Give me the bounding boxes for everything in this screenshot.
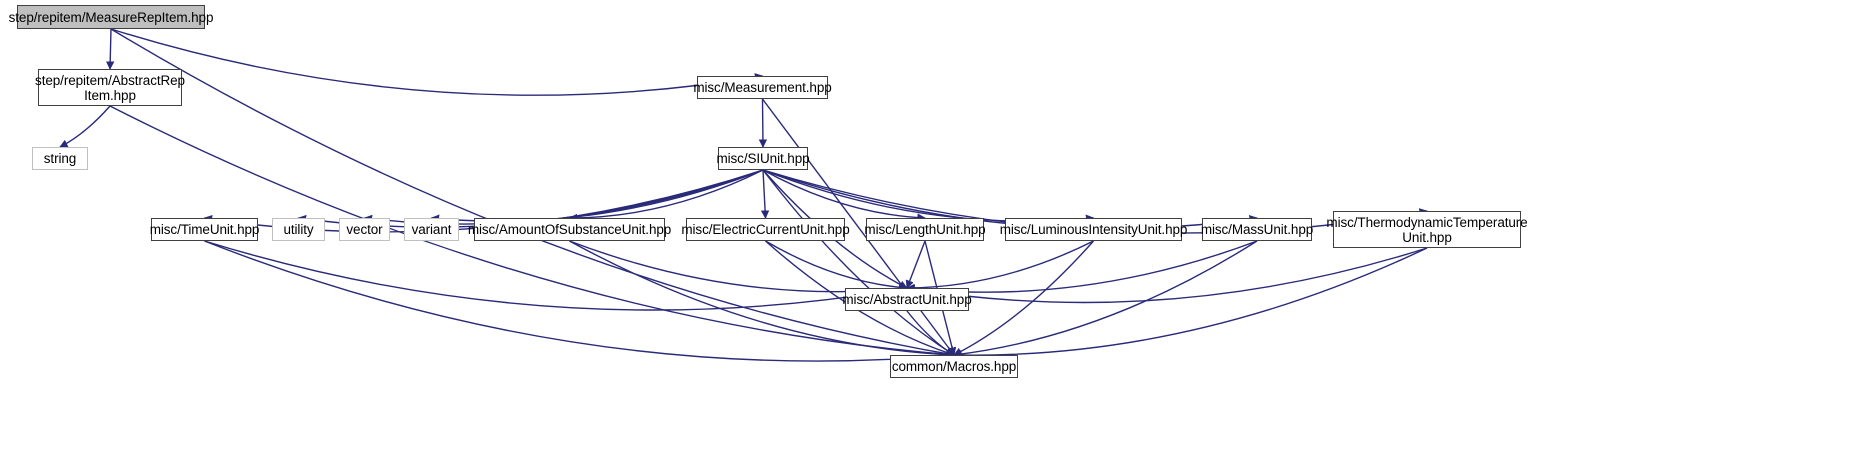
graph-edge-amount-to-macros bbox=[569, 240, 955, 359]
graph-node-current[interactable]: misc/ElectricCurrentUnit.hpp bbox=[681, 218, 850, 241]
graph-edge-current-to-abstract bbox=[765, 240, 908, 292]
graph-edge-luminous-to-abstract bbox=[906, 240, 1094, 293]
graph-node-abstract[interactable]: misc/AbstractUnit.hpp bbox=[842, 288, 972, 311]
graph-node-vector[interactable]: vector bbox=[339, 218, 390, 241]
graph-node-thermo[interactable]: misc/ThermodynamicTemperature Unit.hpp bbox=[1326, 211, 1528, 248]
graph-node-label: step/repitem/AbstractRep Item.hpp bbox=[35, 72, 185, 103]
graph-node-amount[interactable]: misc/AmountOfSubstanceUnit.hpp bbox=[468, 218, 671, 241]
graph-node-macros[interactable]: common/Macros.hpp bbox=[890, 355, 1018, 378]
graph-edge-timeunit-to-abstract bbox=[204, 240, 908, 311]
graph-edge-siunit-to-variant bbox=[430, 169, 764, 223]
graph-node-label: misc/Measurement.hpp bbox=[693, 80, 832, 95]
graph-node-variant[interactable]: variant bbox=[404, 218, 459, 241]
graph-edge-siunit-to-macros bbox=[762, 169, 955, 356]
graph-node-label: variant bbox=[411, 222, 452, 237]
graph-node-absrep[interactable]: step/repitem/AbstractRep Item.hpp bbox=[35, 69, 185, 106]
graph-node-timeunit[interactable]: misc/TimeUnit.hpp bbox=[149, 218, 260, 241]
graph-edge-siunit-to-current bbox=[760, 169, 770, 219]
graph-node-label: misc/ElectricCurrentUnit.hpp bbox=[681, 222, 850, 237]
graph-node-length[interactable]: misc/LengthUnit.hpp bbox=[864, 218, 986, 241]
graph-edge-absrep-to-macros bbox=[109, 105, 955, 359]
graph-edge-siunit-to-vector bbox=[363, 169, 764, 225]
graph-node-label: misc/SIUnit.hpp bbox=[716, 151, 810, 166]
graph-node-mass[interactable]: misc/MassUnit.hpp bbox=[1200, 218, 1314, 241]
graph-node-utility[interactable]: utility bbox=[272, 218, 325, 241]
graph-node-label: misc/AbstractUnit.hpp bbox=[842, 292, 972, 307]
graph-node-label: misc/LuminousIntensityUnit.hpp bbox=[999, 222, 1188, 237]
graph-node-label: vector bbox=[346, 222, 383, 237]
graph-node-label: misc/TimeUnit.hpp bbox=[149, 222, 260, 237]
graph-edge-mass-to-macros bbox=[953, 240, 1258, 359]
graph-edge-luminous-to-macros bbox=[953, 240, 1095, 356]
graph-node-label: misc/LengthUnit.hpp bbox=[864, 222, 986, 237]
graph-node-label: common/Macros.hpp bbox=[891, 359, 1017, 374]
graph-edge-root-to-measure bbox=[110, 28, 764, 96]
graph-edge-current-to-macros bbox=[765, 240, 955, 357]
graph-node-luminous[interactable]: misc/LuminousIntensityUnit.hpp bbox=[1000, 218, 1187, 241]
graph-edge-length-to-abstract bbox=[905, 240, 926, 289]
graph-edge-siunit-to-amount bbox=[568, 169, 764, 223]
graph-node-label: misc/MassUnit.hpp bbox=[1200, 222, 1314, 237]
graph-edge-thermo-to-macros bbox=[953, 247, 1428, 360]
graph-edge-thermo-to-abstract bbox=[906, 247, 1428, 304]
graph-edge-siunit-to-length bbox=[762, 169, 926, 222]
graph-edge-absrep-to-string bbox=[59, 105, 111, 148]
graph-node-root[interactable]: step/repitem/MeasureRepItem.hpp bbox=[9, 5, 213, 29]
graph-edge-abstract-to-macros bbox=[906, 310, 955, 356]
graph-node-measure[interactable]: misc/Measurement.hpp bbox=[693, 76, 832, 99]
graph-node-label: string bbox=[43, 151, 77, 166]
graph-edge-measure-to-macros bbox=[761, 98, 955, 356]
graph-edge-root-to-absrep bbox=[105, 28, 115, 70]
graph-node-string[interactable]: string bbox=[32, 147, 88, 170]
graph-node-label: step/repitem/MeasureRepItem.hpp bbox=[8, 9, 214, 25]
graph-edge-siunit-to-luminous bbox=[762, 169, 1095, 223]
graph-node-label: utility bbox=[283, 222, 314, 237]
graph-edge-timeunit-to-macros bbox=[204, 240, 955, 362]
graph-node-label: misc/ThermodynamicTemperature Unit.hpp bbox=[1326, 214, 1528, 245]
graph-edge-measure-to-siunit bbox=[758, 98, 768, 148]
graph-node-siunit[interactable]: misc/SIUnit.hpp bbox=[716, 147, 810, 170]
graph-node-label: misc/AmountOfSubstanceUnit.hpp bbox=[467, 222, 672, 237]
